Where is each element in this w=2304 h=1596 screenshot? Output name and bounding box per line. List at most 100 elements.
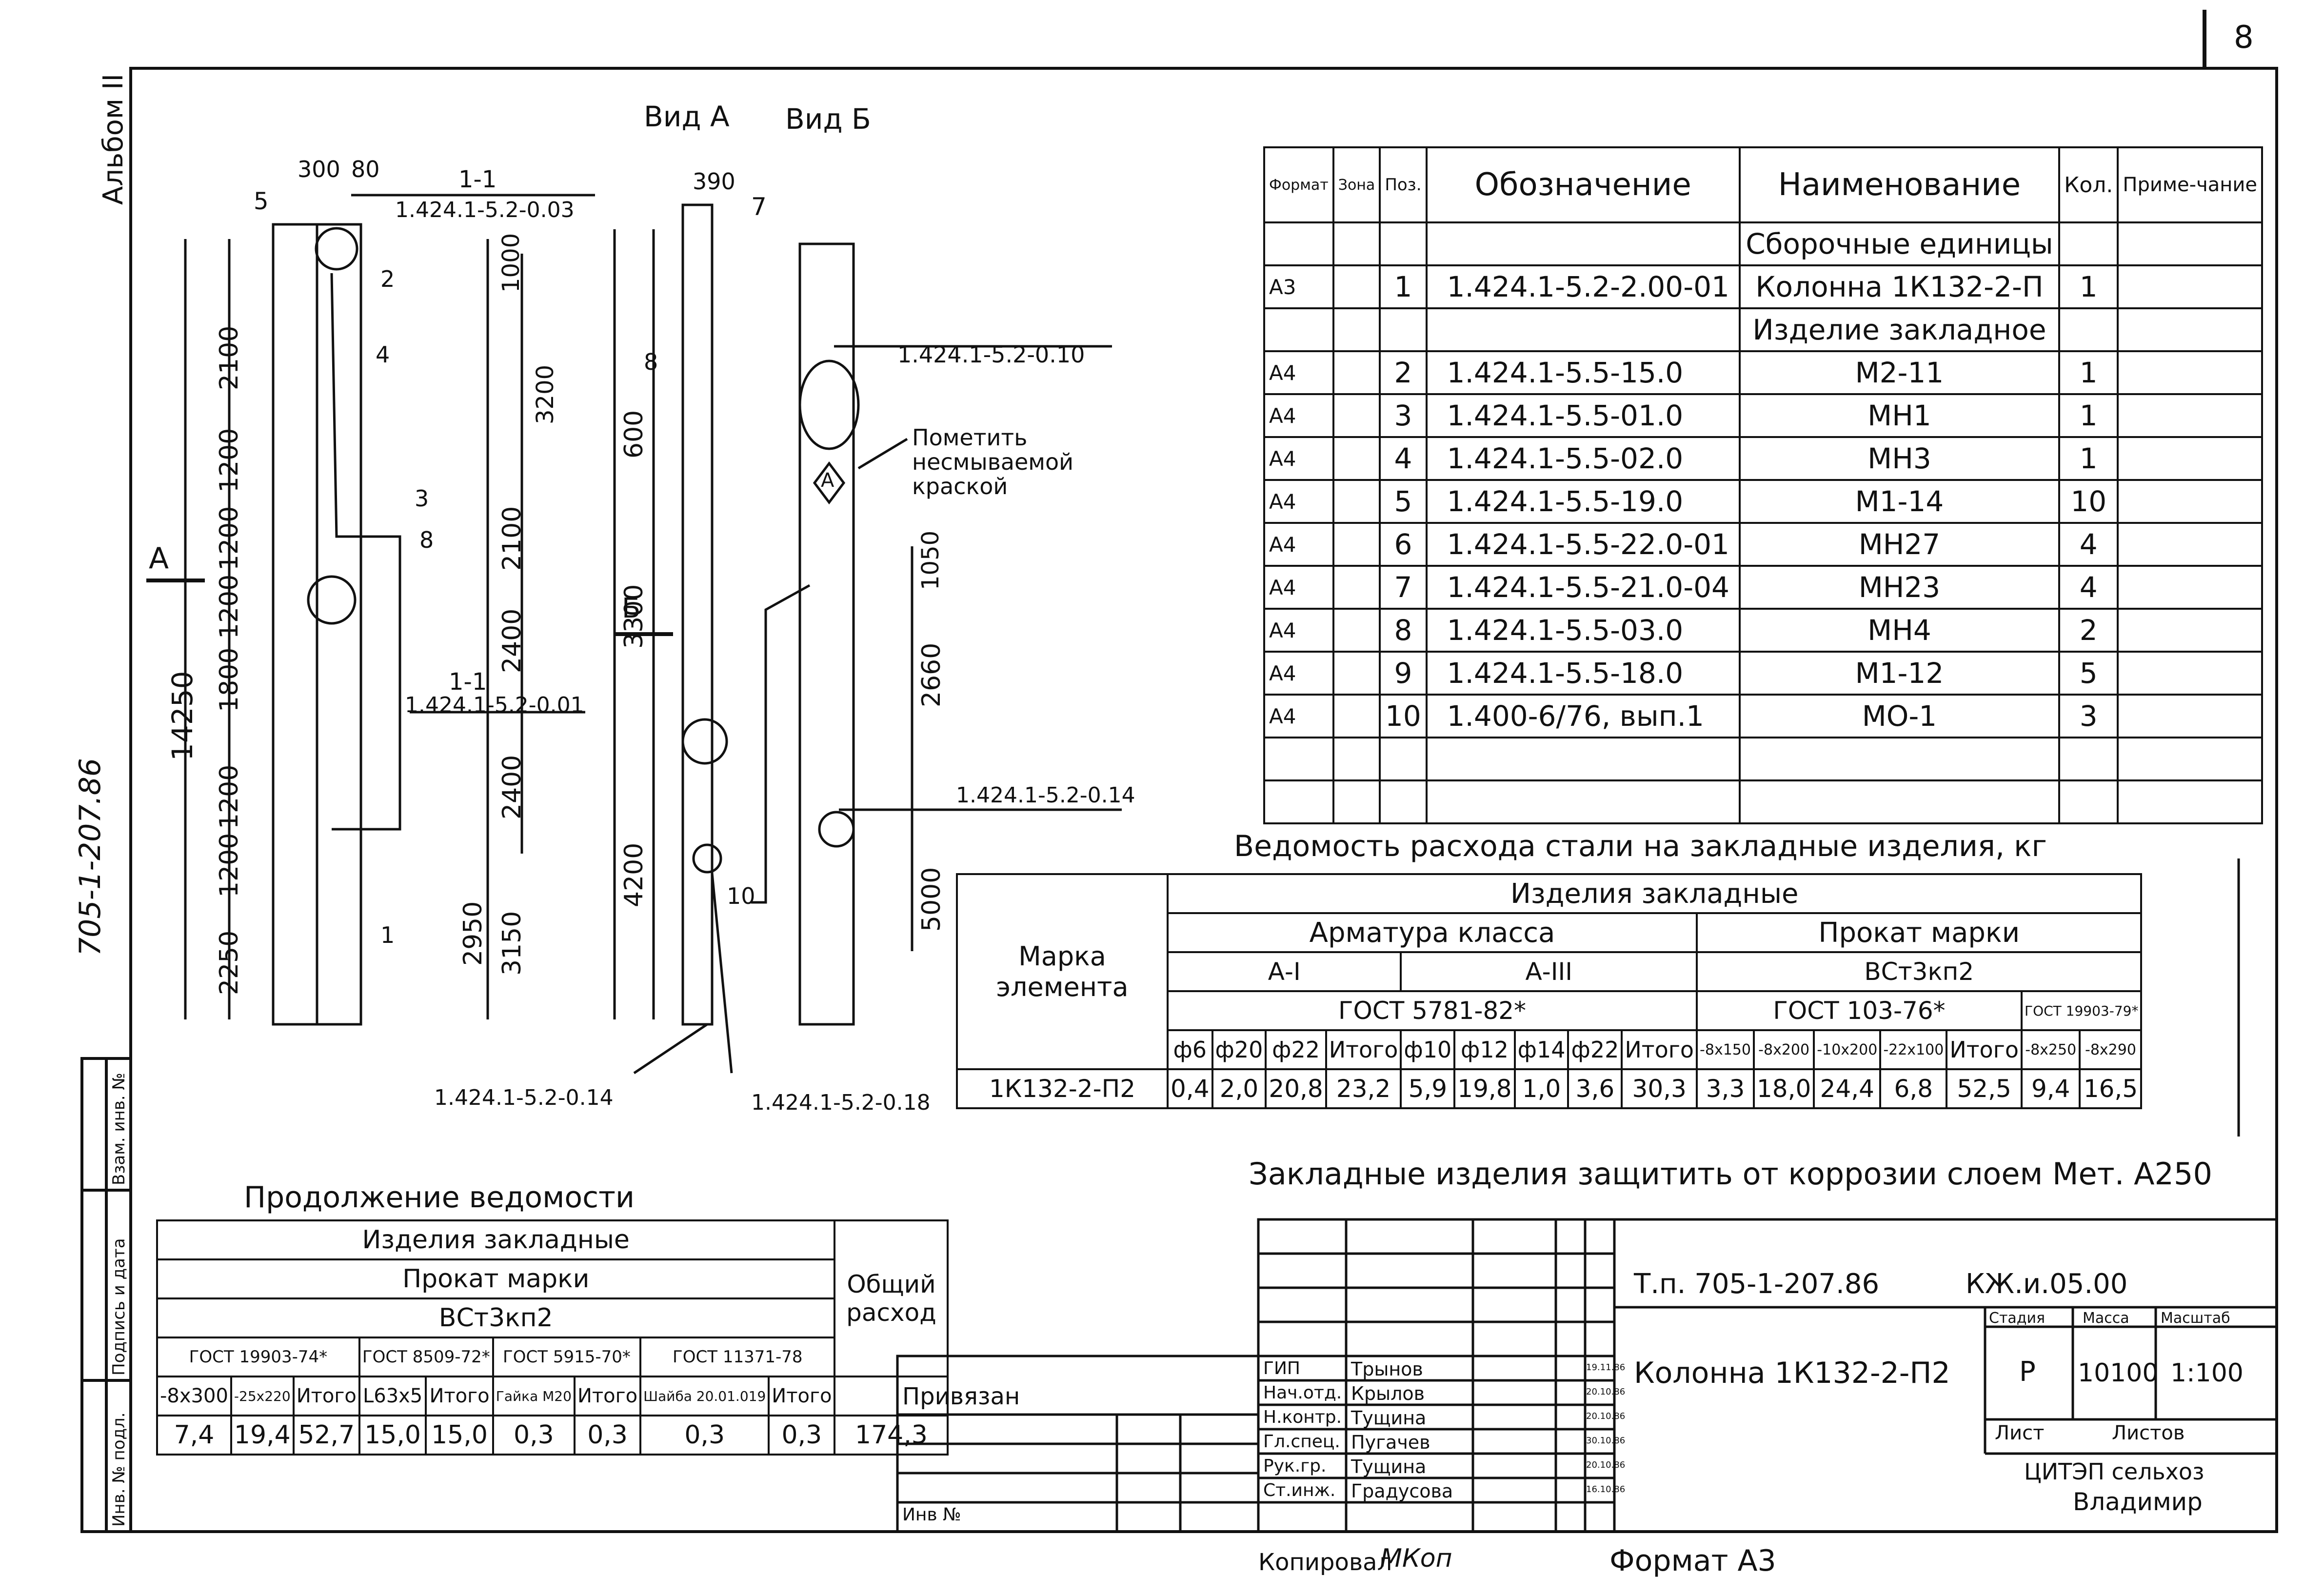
ref-label: 1.424.1-5.2-0.14 (434, 1085, 614, 1110)
spec-row (1263, 737, 2263, 781)
spec-qty: 4 (2058, 565, 2119, 610)
spec-note (2117, 436, 2263, 481)
spec-note (2117, 221, 2263, 266)
stage-value: Р (2019, 1356, 2036, 1388)
steel-col-header: ф10 (1400, 1029, 1456, 1070)
signer-date: 20.10.86 (1586, 1460, 1626, 1470)
grade: ВСт3кп2 (1696, 951, 2143, 992)
armature-header: Арматура класса (1166, 912, 1698, 953)
top-dim: 390 (693, 168, 735, 195)
spec-format: А4 (1263, 694, 1334, 738)
steel-col-header: ф20 (1211, 1029, 1267, 1070)
spec-designation (1425, 737, 1741, 781)
spec-format: А4 (1263, 436, 1334, 481)
steel-value: 24,4 (1813, 1068, 1882, 1109)
spec-zone (1332, 479, 1381, 524)
steel-col-header: -8x290 (2079, 1029, 2143, 1070)
spec-pos: 5 (1379, 479, 1428, 524)
cont-value: 15,0 (358, 1415, 427, 1456)
steel-value: 52,5 (1946, 1068, 2023, 1109)
doc-number: Т.п. 705-1-207.86 (1634, 1268, 1880, 1300)
col-qty: Кол. (2058, 146, 2119, 223)
spec-qty (2058, 779, 2119, 824)
continuation-table: Изделия закладные Общий расход Прокат ма… (156, 1219, 949, 1456)
section-label: 1-1 (449, 668, 487, 696)
gost-19903: ГОСТ 19903-79* (2020, 990, 2143, 1031)
spec-name: М1-14 (1738, 479, 2061, 524)
cont-value: 0,3 (639, 1415, 770, 1456)
cont-col-header: Итого (425, 1376, 494, 1416)
spec-zone (1332, 307, 1381, 352)
spec-qty: 5 (2058, 651, 2119, 696)
spec-qty (2058, 221, 2119, 266)
cont-total-header: Общий расход (834, 1219, 949, 1377)
sheet-header: Лист (1995, 1422, 2045, 1444)
steel-col-header: -8x150 (1696, 1029, 1755, 1070)
spec-pos: 2 (1379, 350, 1428, 395)
spec-designation: 1.424.1-5.5-19.0 (1425, 479, 1741, 524)
steel-col-header: Итого (1946, 1029, 2023, 1070)
spec-qty: 1 (2058, 264, 2119, 309)
spec-pos (1379, 221, 1428, 266)
spec-note (2117, 608, 2263, 653)
spec-qty: 1 (2058, 436, 2119, 481)
embedded-header: Изделия закладные (1166, 873, 2143, 914)
pos-mark: 3 (415, 485, 429, 512)
spec-format: А4 (1263, 565, 1334, 610)
signer-role: Ст.инж. (1263, 1480, 1336, 1500)
pos-mark: 5 (254, 188, 269, 215)
spec-pos (1379, 737, 1428, 781)
mark-note-line1: Пометить (912, 424, 1028, 451)
steel-col-header: ф22 (1567, 1029, 1623, 1070)
steel-value: 6,8 (1879, 1068, 1948, 1109)
steel-value: 5,9 (1400, 1068, 1456, 1109)
steel-col-header: -22x100 (1879, 1029, 1948, 1070)
signer-name: Тущина (1351, 1456, 1427, 1477)
sheets-header: Листов (2112, 1422, 2185, 1444)
spec-note (2117, 393, 2263, 438)
spec-format (1263, 779, 1334, 824)
spec-pos: 7 (1379, 565, 1428, 610)
spec-row (1263, 779, 2263, 824)
cont-col-header: Итого (573, 1376, 642, 1416)
steel-col-header: ф14 (1513, 1029, 1569, 1070)
spec-pos (1379, 779, 1428, 824)
pos-mark: 7 (751, 193, 767, 221)
spec-pos: 4 (1379, 436, 1428, 481)
arrow-label-b: Б (622, 593, 641, 624)
steel-value: 16,5 (2079, 1068, 2143, 1109)
spec-zone (1332, 694, 1381, 738)
spec-note (2117, 694, 2263, 738)
steel-col-header: ф6 (1167, 1029, 1213, 1070)
spec-name: Колонна 1К132-2-П (1738, 264, 2061, 309)
corrosion-note: Закладные изделия защитить от коррозии с… (1249, 1156, 2212, 1192)
spec-note (2117, 264, 2263, 309)
signer-date: 19.11.86 (1586, 1362, 1626, 1373)
signer-name: Градусова (1351, 1480, 1453, 1502)
view-a-label: Вид А (644, 100, 730, 133)
steel-value: 23,2 (1325, 1068, 1402, 1109)
cont-value: 52,7 (292, 1415, 360, 1456)
ref-label: 1.424.1-5.2-0.10 (897, 341, 1085, 368)
spec-pos: 1 (1379, 264, 1428, 309)
section-label: 1-1 (458, 166, 497, 193)
col-designation: Обозначение (1425, 146, 1741, 223)
spec-name (1738, 779, 2061, 824)
spec-designation: 1.424.1-5.5-18.0 (1425, 651, 1741, 696)
spec-pos: 10 (1379, 694, 1428, 738)
spec-format: А4 (1263, 393, 1334, 438)
top-dim: 300 (298, 156, 340, 182)
spec-name: МН23 (1738, 565, 2061, 610)
cont-gost-3: ГОСТ 5915-70* (492, 1337, 642, 1377)
spec-qty: 1 (2058, 350, 2119, 395)
spec-pos: 6 (1379, 522, 1428, 567)
mark-note-line2: несмываемой (912, 449, 1074, 475)
signer-name: Крылов (1351, 1383, 1425, 1404)
signer-role: Гл.спец. (1263, 1432, 1340, 1452)
spec-zone (1332, 522, 1381, 567)
spec-zone (1332, 651, 1381, 696)
spec-name (1738, 737, 2061, 781)
spec-name: МН3 (1738, 436, 2061, 481)
